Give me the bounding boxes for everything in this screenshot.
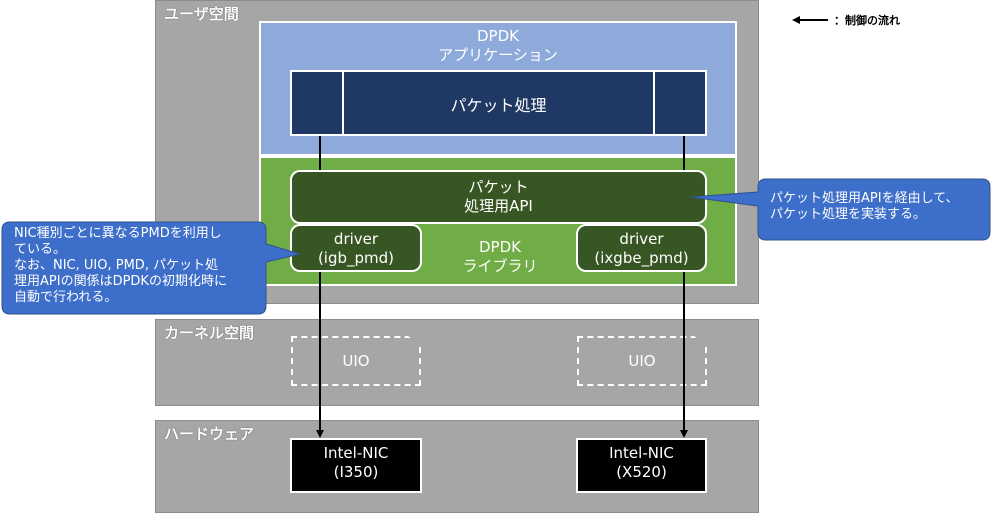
driver-ixgbe-box: driver (ixgbe_pmd) [576, 224, 707, 272]
driver-igb-line2: (igb_pmd) [317, 249, 395, 267]
dpdk-application-line1: DPDK [477, 27, 519, 45]
driver-igb-box: driver (igb_pmd) [290, 224, 422, 272]
nic-i350-line1: Intel-NIC [323, 444, 389, 462]
uio-box-left: UIO [291, 336, 421, 386]
kernel-space-title: カーネル空間 [164, 324, 255, 342]
dpdk-application-title: DPDK アプリケーション [261, 27, 735, 65]
packet-api-line1: パケット [468, 178, 529, 196]
legend-label: ：制御の流れ [834, 14, 900, 27]
callout-left-text: NIC種別ごとに異なるPMDを利用し ている。 なお、NIC, UIO, PMD… [14, 226, 227, 305]
packet-processing-divider-left [342, 72, 344, 134]
callout-left-shape [1, 221, 302, 315]
user-space-title: ユーザ空間 [164, 5, 239, 23]
packet-api-line2: 処理用API [464, 197, 533, 215]
packet-api-box: パケット 処理用API [290, 170, 707, 224]
driver-ixgbe-line2: (ixgbe_pmd) [594, 249, 689, 267]
nic-i350-box: Intel-NIC (I350) [290, 438, 422, 493]
nic-x520-line1: Intel-NIC [609, 444, 674, 462]
driver-igb-line1: driver [333, 230, 379, 248]
packet-processing-box: パケット処理 [290, 70, 707, 136]
nic-x520-line2: (X520) [616, 463, 667, 481]
kernel-space-layer: カーネル空間 [155, 319, 759, 406]
dpdk-library-line2: ライブラリ [462, 257, 538, 275]
packet-processing-divider-right [653, 72, 655, 134]
dpdk-application-line2: アプリケーション [438, 46, 558, 64]
callout-right-shape [689, 178, 991, 241]
driver-ixgbe-line1: driver [619, 230, 664, 248]
nic-x520-box: Intel-NIC (X520) [576, 438, 707, 493]
uio-box-right: UIO [577, 336, 707, 386]
hardware-title: ハードウェア [164, 425, 255, 443]
packet-processing-label: パケット処理 [450, 96, 547, 115]
dpdk-library-line1: DPDK [479, 238, 521, 256]
nic-i350-line2: (I350) [333, 463, 379, 481]
dpdk-library-label: DPDK ライブラリ [440, 238, 560, 276]
callout-right-text: パケット処理用APIを経由して、 パケット処理を実装する。 [770, 191, 959, 222]
